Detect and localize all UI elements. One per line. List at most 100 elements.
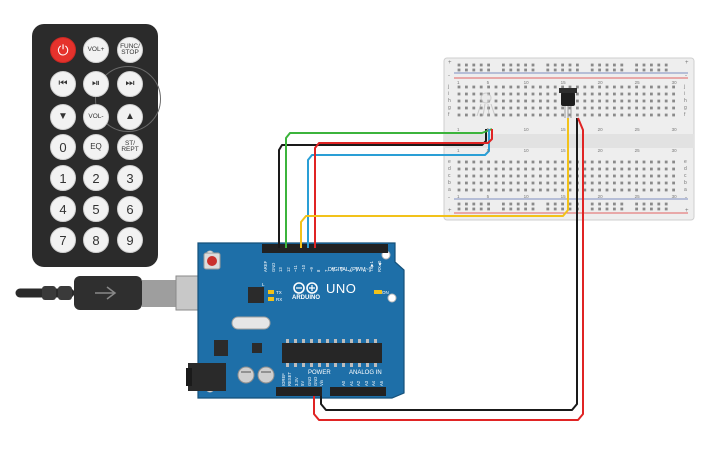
breadboard-hole[interactable]: [664, 99, 668, 103]
breadboard-hole[interactable]: [672, 99, 675, 103]
breadboard-hole[interactable]: [561, 181, 564, 185]
up-button[interactable]: ▲: [117, 104, 143, 130]
breadboard-hole[interactable]: [657, 188, 661, 192]
breadboard-hole[interactable]: [657, 167, 661, 171]
breadboard-hole[interactable]: [561, 188, 564, 192]
breadboard-hole[interactable]: [635, 113, 638, 117]
breadboard-hole[interactable]: [531, 202, 535, 206]
breadboard-hole[interactable]: [479, 106, 483, 110]
breadboard-hole[interactable]: [502, 167, 505, 171]
breadboard-hole[interactable]: [531, 160, 535, 164]
breadboard-hole[interactable]: [598, 63, 601, 67]
breadboard-hole[interactable]: [620, 68, 624, 72]
breadboard-hole[interactable]: [561, 174, 564, 178]
breadboard-hole[interactable]: [613, 68, 616, 72]
breadboard-hole[interactable]: [561, 207, 564, 211]
breadboard-hole[interactable]: [642, 99, 646, 103]
breadboard-hole[interactable]: [509, 63, 513, 67]
breadboard-hole[interactable]: [657, 63, 661, 67]
breadboard-hole[interactable]: [590, 181, 594, 185]
breadboard-hole[interactable]: [531, 181, 535, 185]
breadboard-hole[interactable]: [590, 106, 594, 110]
breadboard-hole[interactable]: [531, 167, 535, 171]
breadboard-hole[interactable]: [613, 99, 616, 103]
breadboard-hole[interactable]: [502, 99, 505, 103]
breadboard-hole[interactable]: [465, 167, 468, 171]
breadboard-hole[interactable]: [487, 85, 490, 89]
breadboard-hole[interactable]: [516, 167, 520, 171]
breadboard-hole[interactable]: [457, 181, 461, 185]
breadboard-hole[interactable]: [546, 92, 550, 96]
breadboard-hole[interactable]: [487, 207, 490, 211]
breadboard-hole[interactable]: [516, 202, 520, 206]
three-button[interactable]: 3: [117, 165, 143, 191]
play-pause-button[interactable]: ⏯: [83, 71, 109, 97]
breadboard-hole[interactable]: [479, 99, 483, 103]
breadboard-hole[interactable]: [539, 181, 542, 185]
breadboard-hole[interactable]: [516, 92, 520, 96]
breadboard-hole[interactable]: [635, 202, 638, 206]
breadboard-hole[interactable]: [509, 85, 513, 89]
breadboard-hole[interactable]: [479, 63, 483, 67]
breadboard-hole[interactable]: [627, 113, 631, 117]
breadboard-hole[interactable]: [546, 63, 550, 67]
breadboard-hole[interactable]: [509, 99, 513, 103]
breadboard-hole[interactable]: [494, 92, 498, 96]
eq-button[interactable]: EQ: [83, 134, 109, 160]
breadboard-hole[interactable]: [502, 106, 505, 110]
breadboard-hole[interactable]: [568, 85, 572, 89]
breadboard-hole[interactable]: [524, 188, 527, 192]
breadboard-hole[interactable]: [553, 181, 557, 185]
breadboard-hole[interactable]: [516, 106, 520, 110]
breadboard-hole[interactable]: [642, 68, 646, 72]
breadboard-hole[interactable]: [457, 160, 461, 164]
breadboard-hole[interactable]: [472, 188, 476, 192]
breadboard-hole[interactable]: [502, 174, 505, 178]
breadboard-hole[interactable]: [598, 167, 601, 171]
breadboard-hole[interactable]: [531, 207, 535, 211]
breadboard-hole[interactable]: [553, 188, 557, 192]
breadboard-hole[interactable]: [635, 181, 638, 185]
breadboard-hole[interactable]: [635, 63, 638, 67]
breadboard-hole[interactable]: [642, 106, 646, 110]
breadboard-hole[interactable]: [605, 202, 609, 206]
breadboard-hole[interactable]: [613, 106, 616, 110]
breadboard-hole[interactable]: [487, 167, 490, 171]
breadboard-hole[interactable]: [590, 202, 594, 206]
breadboard-hole[interactable]: [553, 113, 557, 117]
breadboard-hole[interactable]: [546, 106, 550, 110]
power-button[interactable]: ⏻: [50, 37, 76, 63]
breadboard-hole[interactable]: [598, 188, 601, 192]
breadboard-hole[interactable]: [613, 181, 616, 185]
breadboard-hole[interactable]: [502, 92, 505, 96]
breadboard-hole[interactable]: [531, 85, 535, 89]
breadboard-hole[interactable]: [664, 181, 668, 185]
breadboard-hole[interactable]: [598, 207, 601, 211]
breadboard-hole[interactable]: [598, 68, 601, 72]
breadboard-hole[interactable]: [568, 68, 572, 72]
breadboard-hole[interactable]: [664, 174, 668, 178]
breadboard-hole[interactable]: [487, 188, 490, 192]
breadboard-hole[interactable]: [479, 160, 483, 164]
breadboard-hole[interactable]: [553, 85, 557, 89]
breadboard-hole[interactable]: [561, 202, 564, 206]
breadboard-hole[interactable]: [479, 174, 483, 178]
breadboard-hole[interactable]: [546, 99, 550, 103]
breadboard-hole[interactable]: [635, 188, 638, 192]
func-stop-button[interactable]: FUNC/ STOP: [117, 37, 143, 63]
breadboard-hole[interactable]: [516, 207, 520, 211]
breadboard-hole[interactable]: [576, 99, 579, 103]
breadboard-hole[interactable]: [457, 188, 461, 192]
breadboard-hole[interactable]: [509, 167, 513, 171]
breadboard-hole[interactable]: [642, 63, 646, 67]
breadboard-hole[interactable]: [613, 85, 616, 89]
breadboard-hole[interactable]: [494, 106, 498, 110]
breadboard-hole[interactable]: [664, 188, 668, 192]
breadboard-hole[interactable]: [627, 106, 631, 110]
breadboard-hole[interactable]: [650, 68, 653, 72]
breadboard-hole[interactable]: [650, 99, 653, 103]
breadboard-hole[interactable]: [502, 85, 505, 89]
five-button[interactable]: 5: [83, 196, 109, 222]
breadboard-hole[interactable]: [524, 63, 527, 67]
one-button[interactable]: 1: [50, 165, 76, 191]
